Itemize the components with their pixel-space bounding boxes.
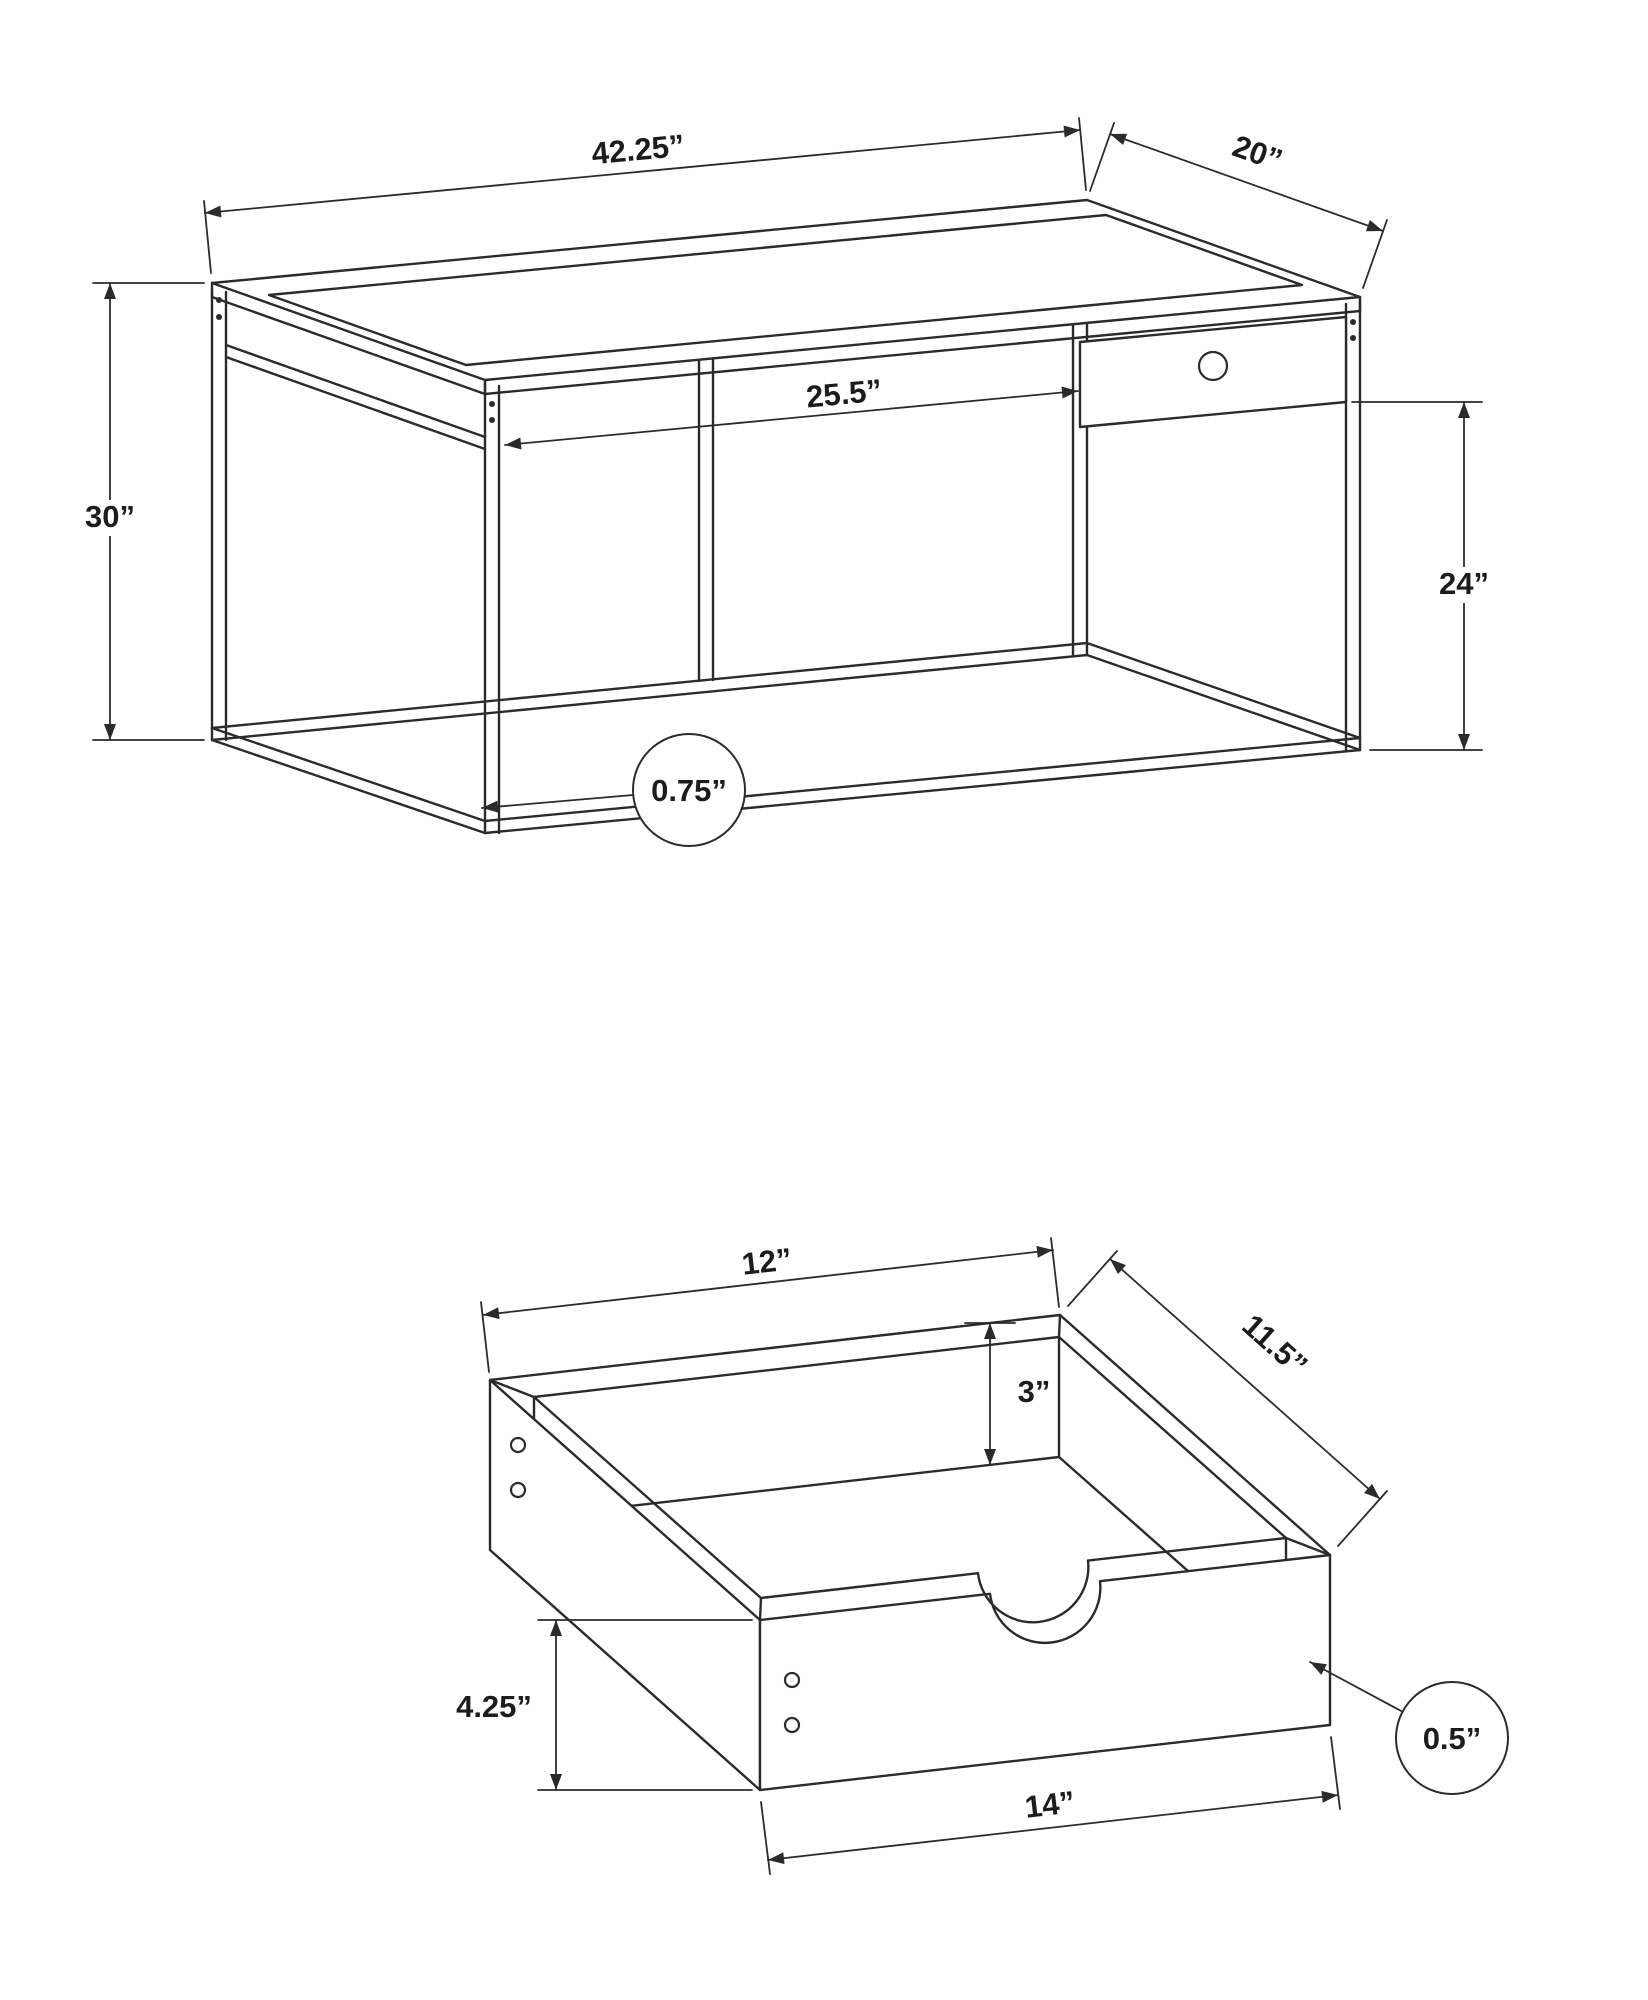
desk-screws <box>216 297 1356 423</box>
desk-center-support <box>697 357 715 683</box>
drawer-left-wall <box>488 1378 762 1792</box>
dim-drawer-back-height-label: 3” <box>1018 1374 1051 1409</box>
dim-drawer-front-width-label: 14” <box>1023 1784 1077 1824</box>
desk-diagram: 42.25” 20” 30” 24” 25.5” <box>80 117 1496 847</box>
dim-desk-height: 30” <box>80 282 205 741</box>
drawer-handle-notch <box>976 1559 1090 1624</box>
drawer-front-panel <box>758 1553 1332 1792</box>
drawer-diagram: 12” 3” 11.5” 4.25” 0.5” <box>456 1237 1509 1875</box>
desk-base-frame <box>210 641 1362 835</box>
desk-tabletop <box>210 198 1362 396</box>
dim-desk-depth-label: 20” <box>1228 128 1287 178</box>
dim-desk-clearance: 24” <box>1351 401 1496 751</box>
drawer-screw-holes <box>509 1436 801 1734</box>
dim-drawer-depth-label: 11.5” <box>1236 1307 1315 1382</box>
dim-desk-kneehole: 25.5” <box>504 373 1079 450</box>
callout-drawer-thickness-label: 0.5” <box>1423 1721 1482 1756</box>
callout-desk-tube-label: 0.75” <box>651 773 727 808</box>
dim-drawer-inner-width-label: 12” <box>740 1241 794 1281</box>
dim-label-bg <box>1434 567 1496 603</box>
desk-drawer-pull-hole <box>1197 350 1229 382</box>
desk-drawer-front <box>1078 315 1348 429</box>
dim-desk-width-label: 42.25” <box>590 128 686 172</box>
dim-desk-width: 42.25” <box>203 117 1087 274</box>
dim-desk-height-label: 30” <box>85 499 135 534</box>
dim-drawer-front-height: 4.25” <box>456 1619 753 1791</box>
dim-desk-clearance-label: 24” <box>1439 566 1489 601</box>
dim-drawer-depth: 11.5” <box>1067 1250 1388 1547</box>
desk-side-apron <box>224 343 487 451</box>
dim-desk-kneehole-label: 25.5” <box>805 373 884 415</box>
callout-desk-tube: 0.75” <box>481 733 746 847</box>
callout-drawer-thickness-circle <box>1395 1681 1509 1795</box>
dim-drawer-front-width: 14” <box>760 1736 1341 1875</box>
dim-drawer-front-height-label: 4.25” <box>456 1689 532 1724</box>
dim-drawer-inner-width: 12” <box>480 1237 1060 1373</box>
dim-label-bg <box>80 500 140 536</box>
dim-drawer-back-height: 3” <box>964 1322 1051 1466</box>
callout-drawer-thickness: 0.5” <box>1309 1661 1509 1795</box>
callout-desk-tube-circle <box>632 733 746 847</box>
